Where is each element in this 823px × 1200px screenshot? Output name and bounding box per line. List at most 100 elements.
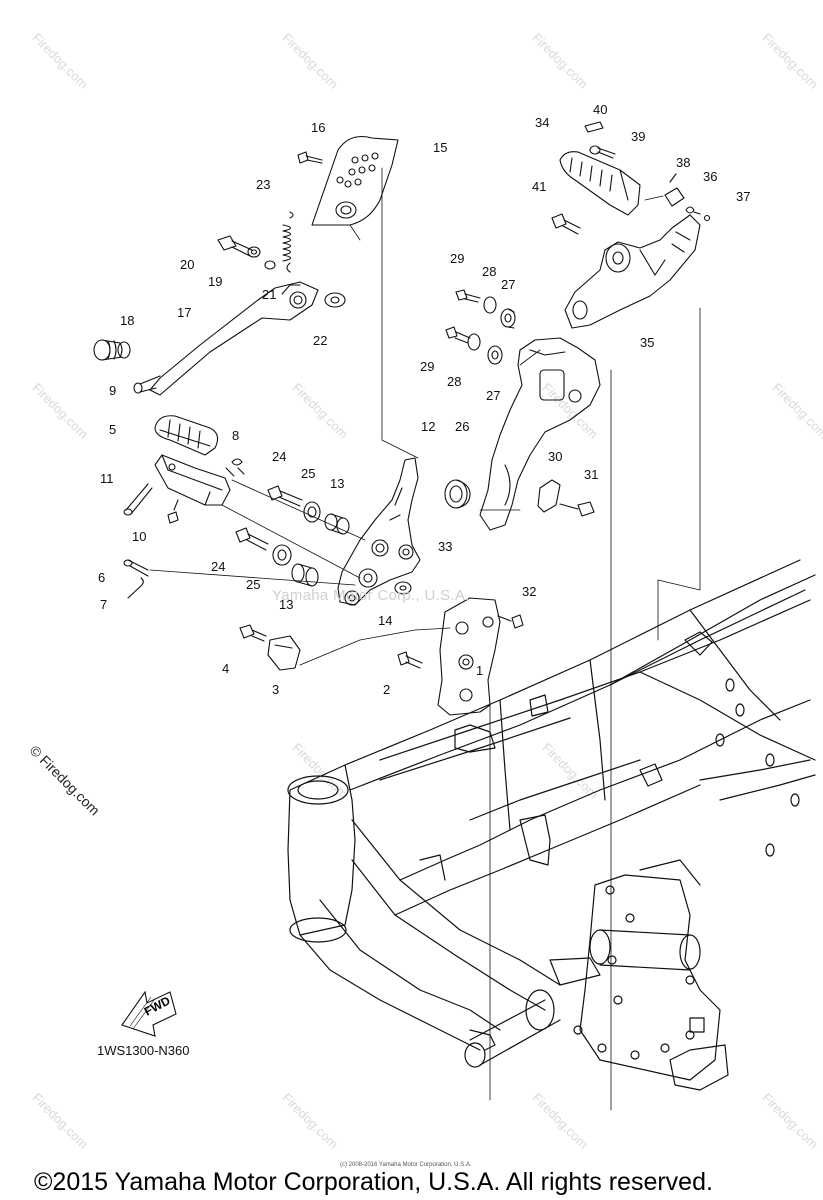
clip-30	[537, 479, 561, 513]
callout-21: 21	[262, 287, 277, 302]
callout-40: 40	[593, 102, 608, 117]
collar-28-upper	[483, 296, 497, 314]
bushing-25-upper	[303, 501, 321, 523]
clip-40	[584, 121, 604, 133]
bushing-27-upper	[500, 308, 516, 329]
bracket-plate-1	[437, 597, 501, 716]
frame	[287, 559, 816, 1091]
callout-37: 37	[736, 189, 751, 204]
callout-26: 26	[455, 419, 470, 434]
callout-23: 23	[256, 177, 271, 192]
bushing-33	[444, 479, 471, 509]
callout-1: 1	[476, 663, 484, 678]
callout-16: 16	[311, 120, 326, 135]
collar-13-lower	[291, 563, 319, 587]
collar-21	[264, 260, 276, 270]
fine-print: (c) 2008-2016 Yamaha Motor Corporation, …	[340, 1162, 472, 1168]
callout-38: 38	[676, 155, 691, 170]
callout-14: 14	[378, 613, 393, 628]
washer-19	[247, 246, 261, 258]
bolt-29-lower	[445, 326, 471, 344]
ball-36	[685, 206, 701, 215]
spring-23	[282, 211, 294, 273]
bushing-27-lower	[487, 345, 503, 365]
callout-27-upper: 27	[501, 277, 516, 292]
footrest-bracket-12	[337, 457, 421, 606]
footrest-5	[154, 454, 231, 506]
bolt-24-upper	[267, 485, 303, 507]
callout-17: 17	[177, 305, 192, 320]
callout-13-upper: 13	[330, 476, 345, 491]
callout-19: 19	[208, 274, 223, 289]
cotter-pin-7	[127, 577, 144, 599]
reference-lines	[349, 167, 701, 1111]
callout-39: 39	[631, 129, 646, 144]
callout-3: 3	[272, 682, 280, 697]
washer-14	[394, 581, 412, 595]
bolt-32	[497, 614, 524, 629]
callout-35: 35	[640, 335, 655, 350]
pin-11	[123, 483, 153, 516]
footrest-rubber-9	[154, 415, 219, 456]
callout-24-upper: 24	[272, 449, 287, 464]
callout-27-lower: 27	[486, 388, 501, 403]
callout-30: 30	[548, 449, 563, 464]
callout-36: 36	[703, 169, 718, 184]
spring-38	[664, 173, 685, 207]
callout-10: 10	[132, 529, 147, 544]
bolt-31	[559, 501, 595, 517]
bracket-3	[267, 635, 301, 671]
ball-37	[703, 214, 711, 222]
callout-9: 9	[109, 383, 117, 398]
callout-2: 2	[383, 682, 391, 697]
callout-29-lower: 29	[420, 359, 435, 374]
callout-31: 31	[584, 467, 599, 482]
callout-28-lower: 28	[447, 374, 462, 389]
callout-4: 4	[222, 661, 230, 676]
bolt-2	[397, 651, 423, 669]
bolt-29-upper	[455, 289, 481, 303]
heel-guard-plate	[311, 135, 399, 226]
pin-39	[589, 145, 616, 159]
callout-18: 18	[120, 313, 135, 328]
callout-13-lower: 13	[279, 597, 294, 612]
pin-6	[123, 559, 149, 577]
callout-15: 15	[433, 140, 448, 155]
callout-5: 5	[109, 422, 117, 437]
callout-22: 22	[313, 333, 328, 348]
washer-22	[324, 292, 346, 308]
bushing-25-lower	[272, 544, 292, 566]
bolt-10	[167, 499, 179, 524]
collar-28-lower	[467, 333, 481, 351]
callout-6: 6	[98, 570, 106, 585]
bolt-4	[239, 624, 267, 642]
callout-25-lower: 25	[246, 577, 261, 592]
callout-33: 33	[438, 539, 453, 554]
brake-pedal-17	[133, 281, 319, 396]
collar-13-upper	[324, 513, 350, 535]
callout-32: 32	[522, 584, 537, 599]
callout-7: 7	[100, 597, 108, 612]
footrest-bracket-26	[479, 337, 601, 531]
callout-12: 12	[421, 419, 436, 434]
diagram-code: 1WS1300-N360	[97, 1043, 190, 1058]
passenger-footrest-34	[559, 151, 641, 216]
callout-34: 34	[535, 115, 550, 130]
callout-20: 20	[180, 257, 195, 272]
callout-28-upper: 28	[482, 264, 497, 279]
copyright-notice: ©2015 Yamaha Motor Corporation, U.S.A. A…	[34, 1168, 713, 1196]
callout-8: 8	[232, 428, 240, 443]
callout-24-lower: 24	[211, 559, 226, 574]
bolt-16	[297, 151, 323, 164]
bolt-24-lower	[235, 527, 269, 551]
callout-41: 41	[532, 179, 547, 194]
callout-25-upper: 25	[301, 466, 316, 481]
center-watermark: Yamaha Motor Corp., U.S.A.	[272, 587, 470, 604]
callout-11: 11	[100, 471, 114, 486]
bolt-41	[551, 213, 581, 235]
fwd-arrow: FWD	[121, 990, 177, 1037]
pedal-rubber-18	[93, 339, 131, 361]
spring-8	[225, 458, 245, 477]
callout-29-upper: 29	[450, 251, 465, 266]
